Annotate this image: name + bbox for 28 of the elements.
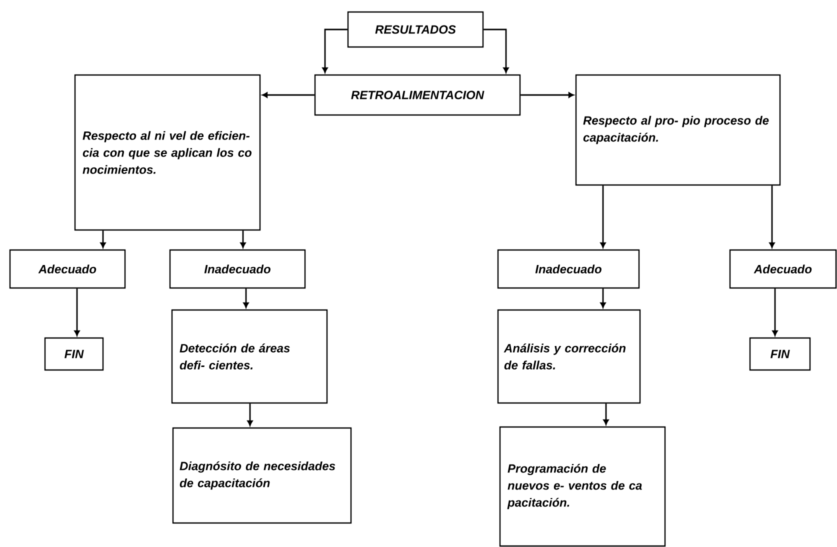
arrow (322, 28, 348, 73)
process-box: Detección de áreas defi- cientes. (171, 309, 328, 404)
arrow (600, 288, 606, 308)
process-box: Respecto al pro- pio proceso de capacitación. (575, 74, 781, 186)
arrow (243, 288, 249, 308)
process-box: Adecuado (729, 249, 837, 289)
process-box: Análisis y corrección de fallas. (497, 309, 641, 404)
arrow (772, 288, 778, 336)
process-box: Inadecuado (497, 249, 640, 289)
arrow (520, 92, 574, 98)
process-box: FIN (44, 337, 104, 371)
process-box: Adecuado (9, 249, 126, 289)
process-box: Programación de nuevos e- ventos de ca pacitación. (499, 426, 666, 547)
arrow (603, 404, 609, 425)
process-box: RETROALIMENTACION (314, 74, 521, 116)
arrow (100, 230, 106, 248)
arrow (262, 92, 314, 98)
process-box: Respecto al ni vel de eficien- cia con que se aplican los co nocimientos. (74, 74, 261, 231)
process-box: FIN (749, 337, 811, 371)
arrow (484, 28, 509, 73)
process-box: Diagnósito de necesidades de capacitación (172, 427, 352, 524)
arrow (240, 230, 246, 248)
arrow (247, 404, 253, 426)
arrow (769, 186, 775, 248)
process-box: RESULTADOS (347, 11, 484, 48)
arrow (74, 288, 80, 336)
arrow (600, 186, 606, 248)
process-box: Inadecuado (169, 249, 306, 289)
